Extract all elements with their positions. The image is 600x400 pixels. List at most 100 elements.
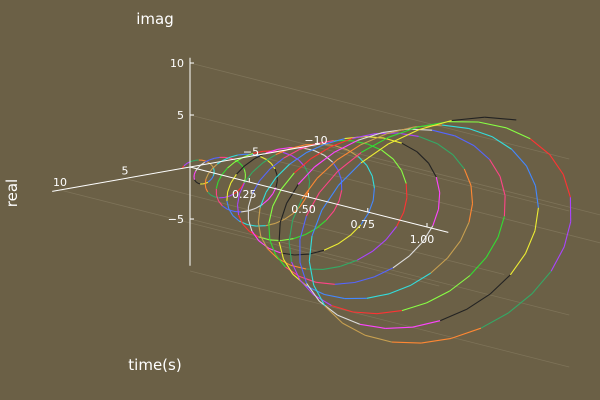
helix-segment [301,178,318,200]
helix-segment [314,151,335,168]
helix-segment [409,241,424,257]
helix-segment [230,173,237,184]
helix-segment [315,281,335,285]
helix-segment [237,153,246,156]
helix-segment [244,158,255,167]
grid-line [189,270,570,368]
helix-segment [485,236,499,258]
helix-segment [421,337,452,344]
helix-segment [376,310,402,315]
y-tick-label: −10 [304,134,327,147]
helix-segment [227,208,235,212]
helix-segment [403,197,408,213]
y-tick-label: −5 [243,146,259,159]
helix-segment [291,155,300,161]
helix-segment [468,203,474,223]
helix-segment [562,174,571,198]
grid-line [189,218,570,316]
grid-line [59,189,440,287]
helix-segment [350,224,362,236]
helix-segment [241,210,249,213]
helix-segment [387,129,420,145]
z-tick-label: 10 [170,57,184,70]
helix-segment [319,143,335,147]
helix-segment [416,151,429,164]
helix-segment [212,173,215,176]
helix-segment [236,204,240,216]
helix-segment [323,243,339,251]
helix-segment [217,174,223,183]
helix-segment [388,126,419,138]
helix-segment [232,215,240,222]
helix-segment [279,203,288,223]
helix-segment [251,230,260,242]
helix-segment [367,143,382,151]
helix-segment [418,135,438,145]
helix-segment [357,132,383,141]
helix-segment [278,241,285,260]
helix-segment [360,133,387,146]
helix-segment [233,190,239,195]
helix-segment [304,189,310,199]
helix-segment [209,163,213,167]
helix-segment [337,151,362,172]
helix-segment [480,312,509,329]
helix-segment [509,253,526,276]
helix-segment [215,195,220,202]
helix-segment [288,241,293,262]
helix-segment [311,209,323,237]
helix-segment [308,261,315,286]
helix-segment [340,259,358,267]
helix-segment [289,144,305,150]
helix-segment [491,136,512,150]
helix-segment [236,165,245,175]
helix-segment [280,172,295,190]
z-tick-label: −5 [168,213,184,226]
grid-line [189,114,570,212]
helix-segment [324,293,345,300]
helix-segment [313,284,326,307]
helix-segment [484,116,517,121]
helix-segment [497,216,505,238]
helix-segment [531,270,552,295]
helix-segment [352,311,378,315]
helix-segment [305,192,320,217]
helix-segment [185,162,188,165]
helix-segment [426,290,450,304]
helix-segment [267,193,274,200]
helix-segment [360,212,370,226]
helix-segment [316,219,327,229]
helix-segment [468,127,493,138]
helix-segment [447,240,461,259]
helix-segment [310,146,331,160]
helix-segment [503,195,506,217]
helix-segment [368,200,374,214]
helix-segment [268,206,274,224]
helix-segment [265,148,279,154]
helix-segment [354,276,375,284]
helix-segment [257,222,262,237]
helix-segment [284,212,294,220]
helix-segment [316,159,338,179]
helix-segment [275,181,278,188]
helix-segment [342,322,366,336]
helix-segment [228,193,235,197]
helix-segment [489,159,501,177]
helix-segment [299,198,306,207]
helix-segment [293,158,312,174]
helix-segment [275,254,286,268]
helix-segment [259,168,271,182]
helix-segment [334,139,358,153]
helix-segment [524,230,536,254]
helix-segment [324,305,343,324]
helix-segment [347,149,359,158]
helix-segment [211,163,218,170]
helix-segment [238,220,248,226]
helix-segment [405,183,408,198]
helix-segment [435,176,441,193]
helix-segment [214,156,220,159]
helix-segment [307,173,311,182]
helix-segment [237,186,242,192]
grid-line [319,143,600,216]
